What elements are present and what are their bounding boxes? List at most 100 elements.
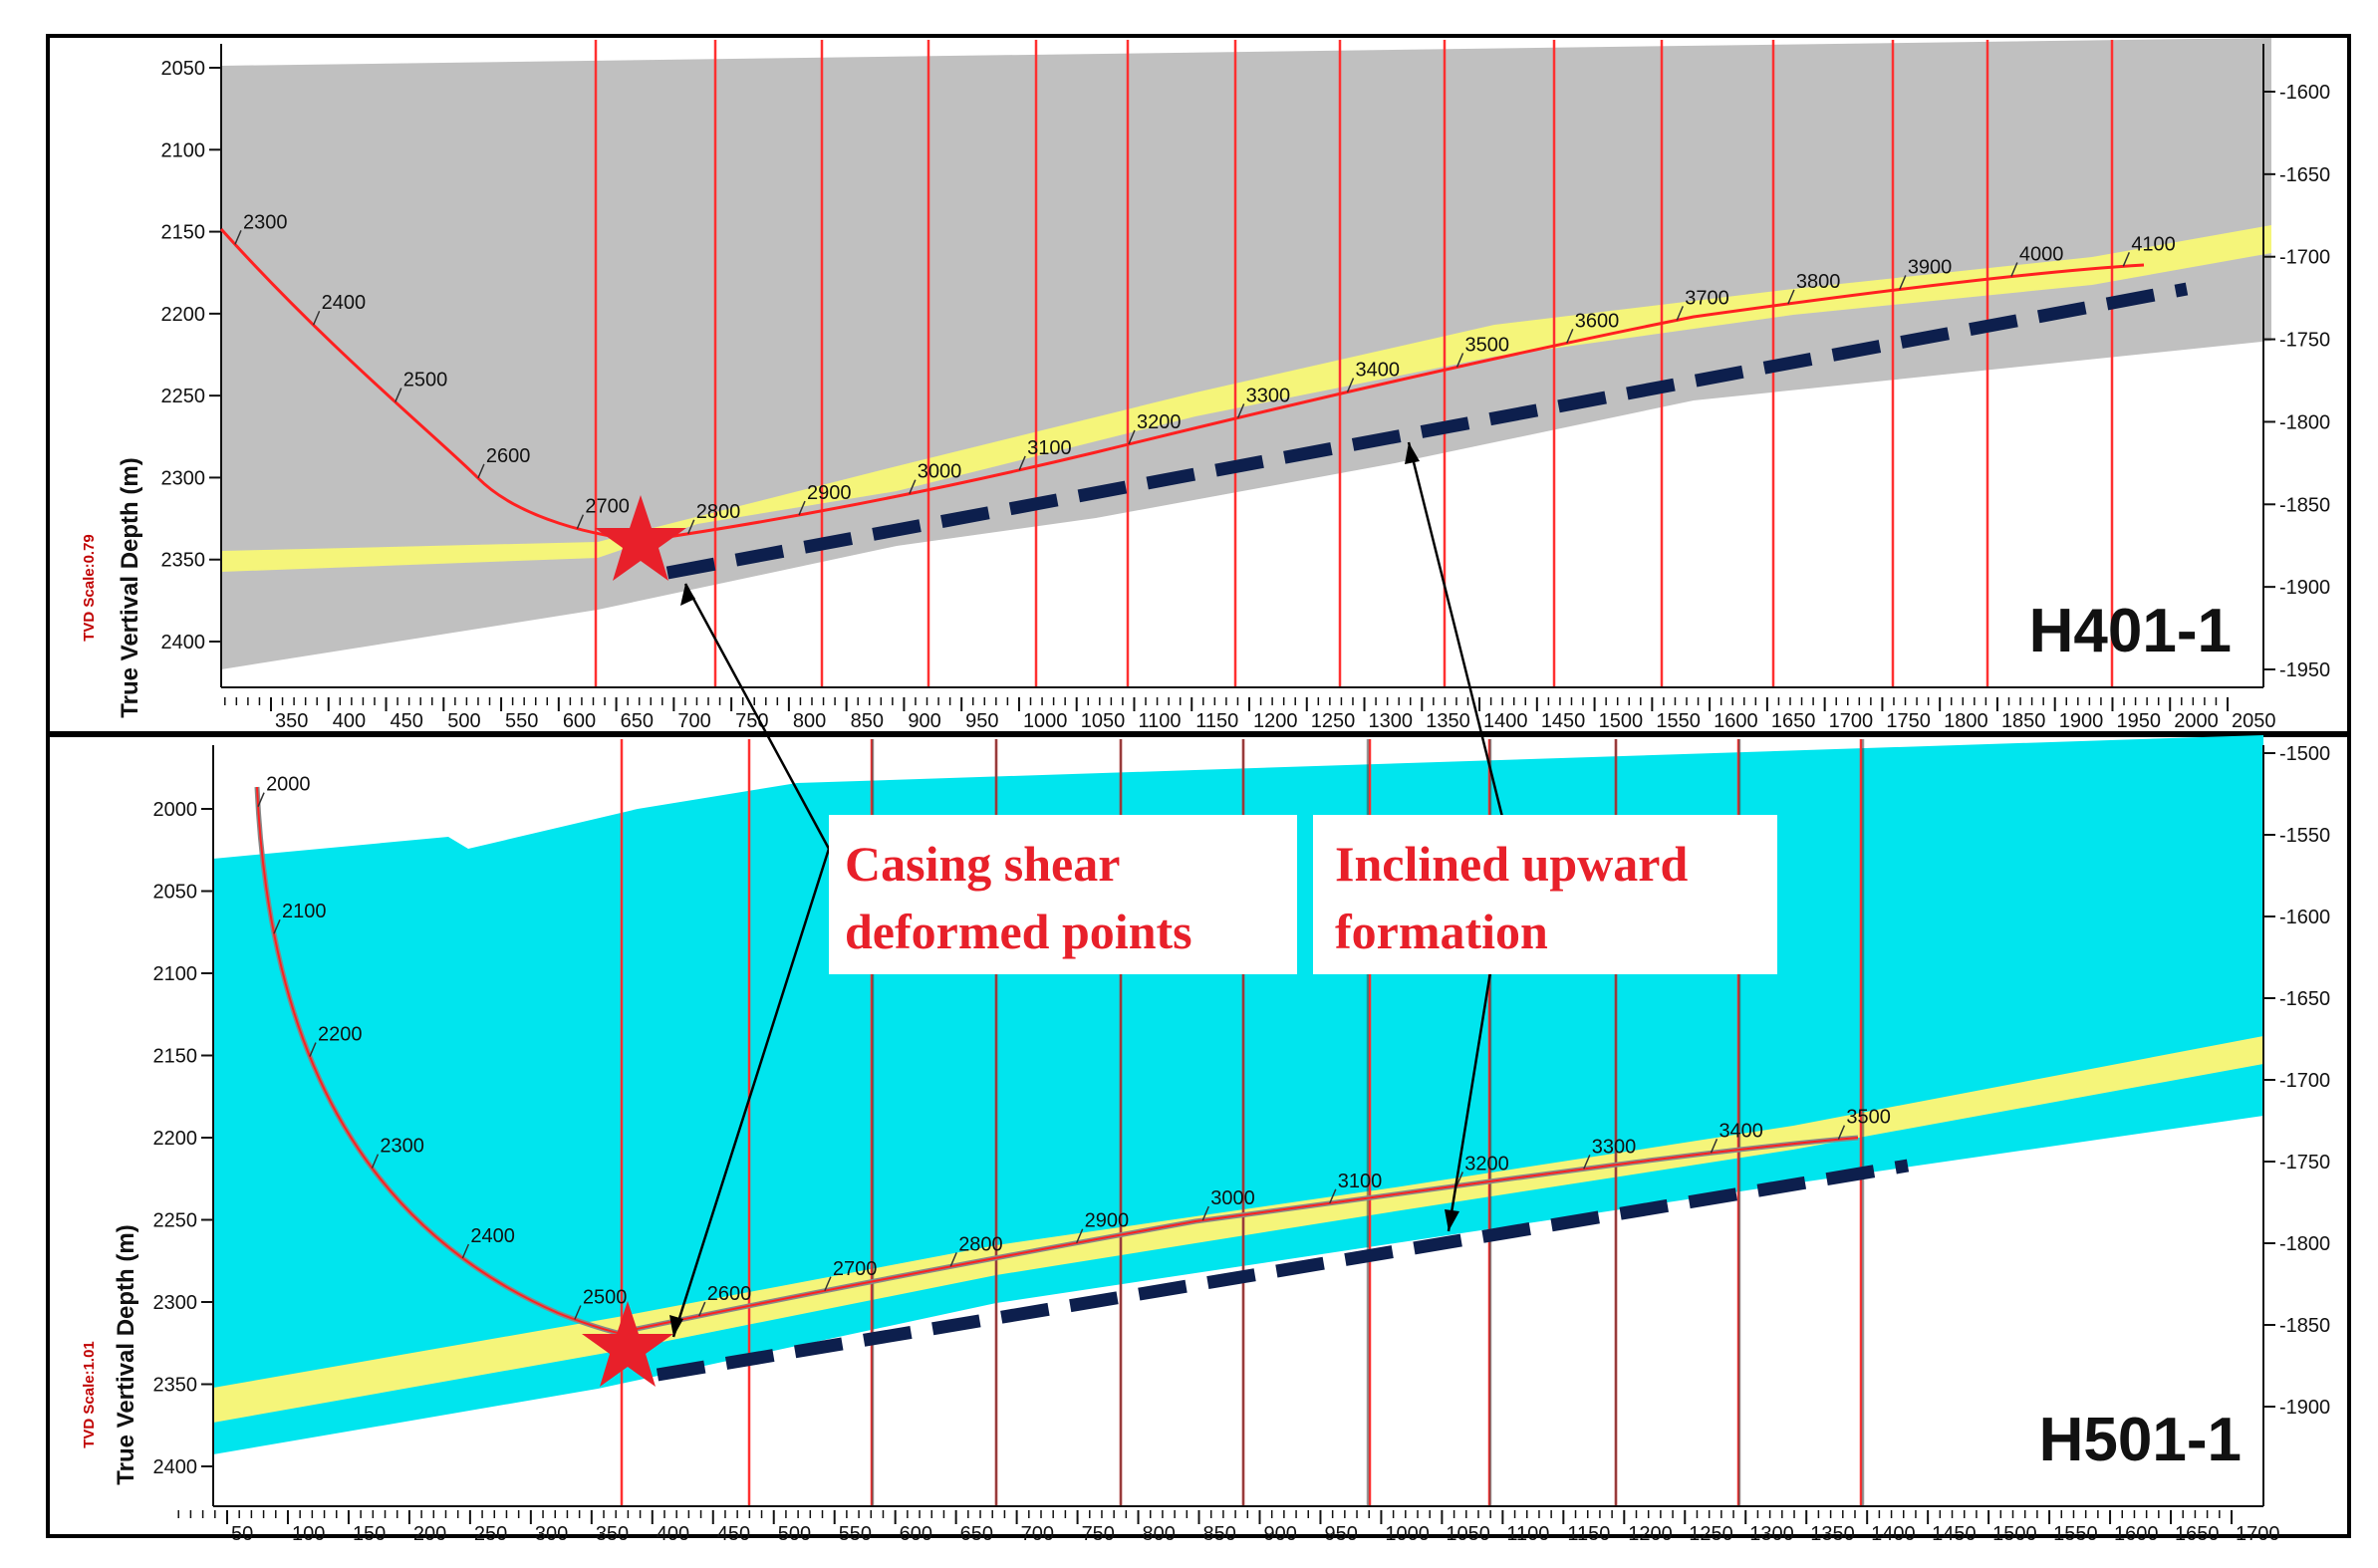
tick-label: 2000 bbox=[153, 799, 198, 821]
md-tick bbox=[574, 1305, 582, 1320]
tick-label: 1600 bbox=[1714, 710, 1758, 732]
md-tick bbox=[1346, 378, 1355, 392]
md-tick bbox=[1566, 329, 1574, 344]
md-tick bbox=[824, 1276, 832, 1292]
right-elevation-axis-ticks: -1600-1650-1700-1750-1800-1850-1900-1950 bbox=[2263, 82, 2330, 681]
tick-label: 1500 bbox=[1992, 1523, 2037, 1545]
md-tick bbox=[687, 519, 695, 535]
tick-label: 2350 bbox=[161, 550, 206, 572]
well-trajectory-h501-1 bbox=[256, 786, 1859, 1335]
md-tick bbox=[1676, 306, 1684, 321]
tick-label: 500 bbox=[778, 1523, 811, 1545]
md-label: 2900 bbox=[807, 482, 852, 504]
md-label: 4000 bbox=[2019, 243, 2064, 265]
tick-label: 650 bbox=[621, 710, 654, 732]
md-tick bbox=[1018, 455, 1026, 471]
tick-label: 1150 bbox=[1567, 1523, 1610, 1545]
tick-label: 2300 bbox=[161, 467, 206, 489]
casing-deformation-star-icon bbox=[582, 1301, 673, 1387]
md-tick bbox=[395, 388, 402, 402]
formation-callout-line1: Inclined upward bbox=[1335, 836, 1688, 892]
tick-label: 1050 bbox=[1081, 710, 1126, 732]
section-lines bbox=[594, 40, 2114, 687]
md-label: 2700 bbox=[585, 496, 630, 518]
md-label: 2500 bbox=[403, 370, 448, 392]
tick-label: 600 bbox=[900, 1523, 932, 1545]
tick-label: 500 bbox=[447, 710, 480, 732]
md-tick bbox=[1455, 353, 1464, 368]
tick-label: 1000 bbox=[1023, 710, 1068, 732]
md-tick bbox=[909, 479, 917, 494]
dashed-trend-line bbox=[665, 282, 2189, 580]
md-label: 3000 bbox=[918, 461, 962, 483]
tick-label: 1250 bbox=[1689, 1523, 1733, 1545]
yellow-reservoir-layer bbox=[213, 1036, 2263, 1423]
tick-label: 800 bbox=[1143, 1523, 1176, 1545]
md-tick bbox=[257, 792, 265, 807]
tick-label: 600 bbox=[563, 710, 596, 732]
md-tick bbox=[2010, 262, 2018, 277]
tick-label: 1550 bbox=[2053, 1523, 2098, 1545]
md-label: 3800 bbox=[1796, 271, 1841, 293]
bottom-y-axis-label: True Vertival Depth (m) bbox=[113, 1224, 139, 1484]
tick-label: 1350 bbox=[1810, 1523, 1855, 1545]
md-tick bbox=[234, 230, 242, 245]
tick-label: 2400 bbox=[161, 632, 206, 653]
md-label: 2300 bbox=[380, 1136, 424, 1158]
tick-label: 2250 bbox=[161, 386, 206, 407]
tick-label: 1450 bbox=[1541, 710, 1586, 732]
bottom-tvd-scale-label: TVD Scale:1.01 bbox=[81, 1341, 98, 1448]
casing-callout-box bbox=[829, 815, 1297, 974]
tick-label: 1600 bbox=[2114, 1523, 2159, 1545]
tick-label: 50 bbox=[231, 1523, 253, 1545]
tick-label: 950 bbox=[965, 710, 998, 732]
tick-label: 1400 bbox=[1871, 1523, 1916, 1545]
tick-label: 1000 bbox=[1385, 1523, 1430, 1545]
tick-label: -1900 bbox=[2279, 1397, 2330, 1419]
casing-deformation-star-icon bbox=[595, 495, 686, 581]
bottom-well-label: H501-1 bbox=[2039, 1406, 2242, 1474]
tick-label: -1500 bbox=[2279, 743, 2330, 765]
tick-label: 1150 bbox=[1195, 710, 1238, 732]
top-tvd-scale-label: TVD Scale:0.79 bbox=[81, 534, 98, 642]
tick-label: -1850 bbox=[2279, 494, 2330, 516]
tick-label: 700 bbox=[1021, 1523, 1054, 1545]
tick-label: 1200 bbox=[1253, 710, 1298, 732]
tick-label: 1400 bbox=[1483, 710, 1528, 732]
tick-label: 2300 bbox=[153, 1292, 198, 1314]
md-label: 3500 bbox=[1846, 1107, 1891, 1129]
tick-label: -1650 bbox=[2279, 164, 2330, 186]
well-trajectory-h401-1 bbox=[219, 227, 2145, 542]
tick-label: 2150 bbox=[161, 222, 206, 244]
md-tick bbox=[477, 463, 485, 479]
tick-label: 2350 bbox=[153, 1375, 198, 1397]
callout-annotations: Casing shear deformed points Inclined up… bbox=[669, 441, 1777, 1338]
tick-label: 1750 bbox=[1886, 710, 1931, 732]
tick-label: 2000 bbox=[2174, 710, 2219, 732]
md-label: 3100 bbox=[1338, 1171, 1383, 1192]
tick-label: 450 bbox=[717, 1523, 750, 1545]
tick-label: 2100 bbox=[161, 139, 206, 161]
tick-label: 1650 bbox=[1771, 710, 1816, 732]
tick-label: 1800 bbox=[1944, 710, 1988, 732]
md-label: 3500 bbox=[1465, 334, 1510, 356]
md-tick bbox=[2122, 252, 2131, 267]
md-tick bbox=[1787, 289, 1795, 305]
tick-label: 1650 bbox=[2175, 1523, 2220, 1545]
tick-label: 2200 bbox=[153, 1128, 198, 1150]
tick-label: 1050 bbox=[1446, 1523, 1490, 1545]
tick-label: 550 bbox=[839, 1523, 872, 1545]
tick-label: 900 bbox=[908, 710, 940, 732]
md-tick bbox=[312, 310, 321, 326]
tick-label: -1550 bbox=[2279, 825, 2330, 847]
md-label: 2300 bbox=[243, 211, 288, 233]
tick-label: 1300 bbox=[1369, 710, 1414, 732]
tick-label: 1300 bbox=[1749, 1523, 1794, 1545]
tick-label: -1700 bbox=[2279, 1070, 2330, 1092]
tick-label: 1850 bbox=[2001, 710, 2046, 732]
